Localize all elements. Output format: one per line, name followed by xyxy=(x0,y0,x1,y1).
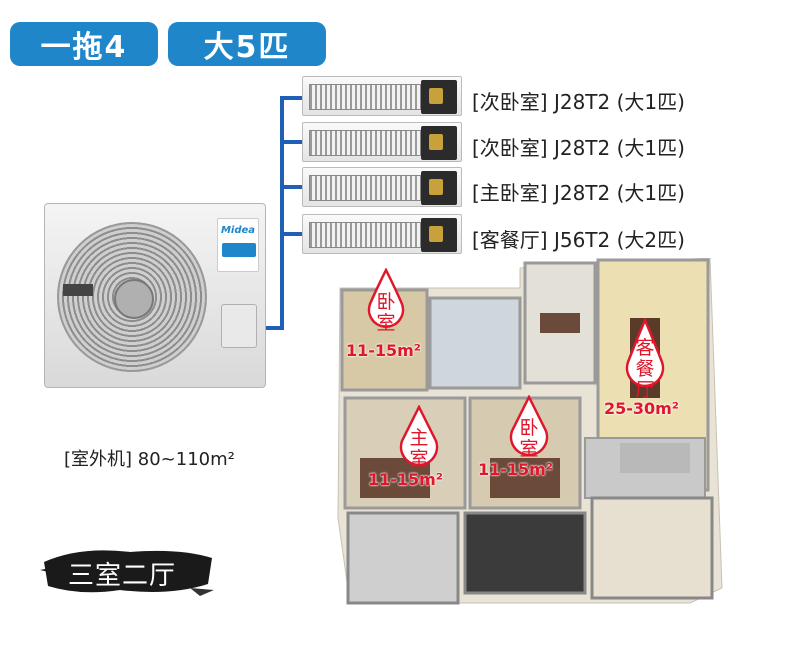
service-panel xyxy=(221,304,257,348)
power-badge: 大5匹 xyxy=(168,22,326,66)
indoor-unit-2 xyxy=(302,122,462,162)
indoor-unit-label-4: [客餐厅] J56T2 (大2匹) xyxy=(472,228,685,252)
brand-logo: Midea xyxy=(220,225,256,236)
connector-branch-4 xyxy=(280,232,304,236)
room-marker-1 xyxy=(367,268,405,328)
room-3-area: 11-15m² xyxy=(368,470,443,489)
room-1-area: 11-15m² xyxy=(346,341,421,360)
grille xyxy=(309,175,421,201)
outdoor-unit: Midea xyxy=(44,203,266,388)
brush-stroke-icon xyxy=(40,550,214,596)
room-4-name: 卧室 xyxy=(519,417,539,460)
indoor-unit-label-2: [次卧室] J28T2 (大1匹) xyxy=(472,136,685,160)
brand-panel: Midea xyxy=(217,218,259,272)
outdoor-unit-label: [室外机] 80~110m² xyxy=(64,449,235,470)
floor-plan xyxy=(337,258,723,605)
room-3-name: 主室 xyxy=(409,427,429,470)
connector-branch-2 xyxy=(280,140,304,144)
grille xyxy=(309,130,421,156)
control-box xyxy=(421,171,457,205)
brand-sticker xyxy=(222,243,256,257)
config-badge-text: 一拖4 xyxy=(40,30,128,65)
room-marker-4 xyxy=(509,395,549,457)
grille xyxy=(309,222,421,248)
connector-to-outdoor xyxy=(264,326,284,330)
indoor-unit-1 xyxy=(302,76,462,116)
room-2-name: 客餐厅 xyxy=(635,337,655,401)
indoor-unit-label-3: [主卧室] J28T2 (大1匹) xyxy=(472,181,685,205)
grille xyxy=(309,84,421,110)
fan-icon xyxy=(57,222,207,372)
config-badge: 一拖4 xyxy=(10,22,158,66)
connector-branch-3 xyxy=(280,185,304,189)
room-marker-3 xyxy=(399,405,439,467)
room-2-area: 25-30m² xyxy=(604,399,679,418)
indoor-unit-label-1: [次卧室] J28T2 (大1匹) xyxy=(472,90,685,114)
connector-branch-1 xyxy=(280,96,304,100)
fan-hub xyxy=(114,279,154,319)
control-box xyxy=(421,126,457,160)
control-box xyxy=(421,80,457,114)
layout-caption: 三室二厅 xyxy=(68,561,177,591)
indoor-unit-4 xyxy=(302,214,462,254)
room-1-name: 卧室 xyxy=(376,291,396,334)
indoor-unit-3 xyxy=(302,167,462,207)
model-plate xyxy=(63,284,93,296)
power-badge-text: 大5匹 xyxy=(203,30,291,65)
room-marker-2 xyxy=(625,318,665,388)
control-box xyxy=(421,218,457,252)
room-4-area: 11-15m² xyxy=(478,460,553,479)
connector-vertical xyxy=(280,96,284,330)
